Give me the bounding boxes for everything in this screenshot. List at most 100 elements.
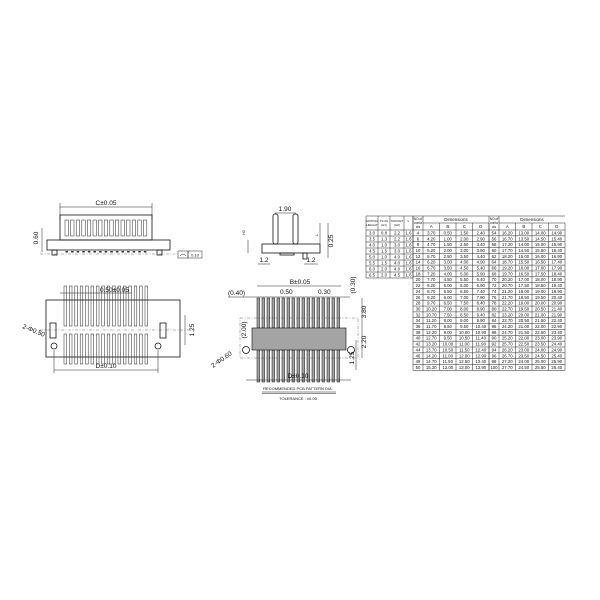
solder-tail	[110, 251, 113, 253]
contact-slot	[70, 219, 75, 237]
height-table-header: L	[408, 219, 410, 223]
contact-top	[117, 285, 121, 327]
dimension-cell: 16.90	[551, 254, 562, 259]
contact-count: 80	[492, 306, 497, 311]
contact-count: 88	[492, 330, 497, 335]
height-table-cell: 4.0	[394, 267, 401, 272]
solder-tail	[127, 251, 130, 253]
pad-bottom	[316, 349, 320, 383]
dimension-cell: 18.50	[535, 283, 546, 288]
dimension-cell: 7.40	[477, 289, 486, 294]
contact-count: 94	[492, 347, 497, 352]
height-table-cell: 1.6	[406, 249, 413, 254]
dimension-cell: 14.70	[426, 359, 437, 364]
contact-count: 28	[416, 301, 421, 306]
pad-top	[261, 297, 265, 329]
contact-bottom	[139, 333, 143, 365]
dimension-cell: 14.00	[535, 230, 546, 235]
height-table-header: PLUG	[380, 219, 389, 223]
dimension-cell: 5.20	[427, 248, 436, 253]
dim-1-25: 1.25	[349, 351, 356, 364]
contact-top	[74, 285, 78, 327]
dimensions-header: Dimensions	[520, 217, 544, 222]
dimension-cell: 12.70	[426, 336, 437, 341]
height-table-cell: 1.6	[406, 237, 413, 242]
contact-top	[90, 285, 94, 327]
dimension-cell: 17.70	[502, 248, 513, 253]
dimension-cell: 9.00	[460, 318, 469, 323]
dim-holes: 2-Φ0.50	[21, 323, 46, 338]
dimension-cell: 23.50	[518, 353, 529, 358]
dim-pin-spacing: 1.90	[279, 206, 292, 213]
pad-bottom	[336, 349, 340, 383]
tolerance-note: TOLERANCE : ±0.05	[279, 396, 317, 401]
dimension-cell: 21.00	[535, 312, 546, 317]
solder-tail	[99, 251, 102, 253]
dimension-cell: 18.20	[502, 254, 513, 259]
contacts-header: NO.of	[490, 217, 499, 221]
contacts-header: NO.of	[414, 217, 423, 221]
dimension-cell: 10.00	[459, 330, 470, 335]
dimension-cell: 22.40	[551, 318, 562, 323]
dim-b: B±0.05	[290, 279, 311, 286]
dimension-cell: 9.20	[427, 295, 436, 300]
contact-slot	[75, 219, 80, 237]
dimension-cell: 26.70	[502, 353, 513, 358]
contact-count: 50	[416, 365, 421, 370]
contact-top	[106, 285, 111, 327]
height-table-cell: 1.6	[406, 267, 413, 272]
contact-bottom	[144, 333, 148, 365]
dimension-cell: 4.20	[427, 236, 436, 241]
height-table-cell: 1.6	[406, 231, 413, 236]
dimension-cell: 16.70	[502, 236, 513, 241]
dimension-cell: 8.00	[444, 318, 453, 323]
dim-h2: H2	[241, 229, 246, 235]
dimension-cell: 11.50	[443, 359, 454, 364]
dimension-cell: 25.50	[535, 365, 546, 370]
pcb-hole-right	[347, 346, 355, 354]
pad-bottom	[261, 349, 265, 383]
solder-tail	[143, 251, 147, 253]
pcb-hole-left	[242, 346, 250, 354]
height-table-cell: 2.2	[394, 237, 401, 242]
height-table-header: HEIGHT	[366, 223, 378, 227]
contact-count: 8	[417, 242, 420, 247]
contact-count: 30	[416, 306, 421, 311]
dimension-cell: 5.70	[427, 254, 436, 259]
dimension-cell: 11.20	[426, 318, 437, 323]
dimension-cell: 4.00	[444, 271, 453, 276]
contact-top	[69, 285, 73, 327]
dimension-cell: 22.70	[502, 306, 513, 311]
pad-top	[331, 297, 335, 329]
contact-bottom	[63, 333, 67, 365]
mount-hole-right	[154, 342, 162, 350]
dimension-cell: 10.70	[426, 312, 437, 317]
column-header-c: C	[463, 224, 466, 229]
dimension-cell: 5.00	[460, 271, 469, 276]
contact-count: 64	[492, 260, 497, 265]
contact-count: 82	[492, 312, 497, 317]
pad-bottom	[256, 349, 260, 383]
dimension-cell: 15.40	[551, 236, 562, 241]
dimension-cell: 19.90	[551, 289, 562, 294]
contact-bottom	[106, 333, 111, 365]
contact-count: 60	[492, 248, 497, 253]
dimension-cell: 3.00	[444, 260, 453, 265]
dimension-cell: 4.50	[444, 277, 453, 282]
contact-bottom	[117, 333, 121, 365]
pad-bottom	[281, 349, 285, 383]
contact-count: 86	[492, 324, 497, 329]
contact-top	[112, 285, 116, 327]
pad-bottom	[331, 349, 335, 383]
dimension-cell: 9.50	[460, 324, 469, 329]
dimension-cell: 17.50	[518, 283, 529, 288]
pad-top	[256, 297, 260, 329]
contact-count: 56	[492, 236, 497, 241]
dimension-cell: 14.20	[426, 353, 437, 358]
dimension-cell: 24.20	[502, 324, 513, 329]
dimension-cell: 3.90	[477, 248, 486, 253]
dimension-cell: 23.50	[535, 342, 546, 347]
height-table-cell: 1.6	[406, 255, 413, 260]
height-table-cell: 5.0	[369, 255, 376, 260]
dimension-cell: 13.90	[475, 365, 486, 370]
